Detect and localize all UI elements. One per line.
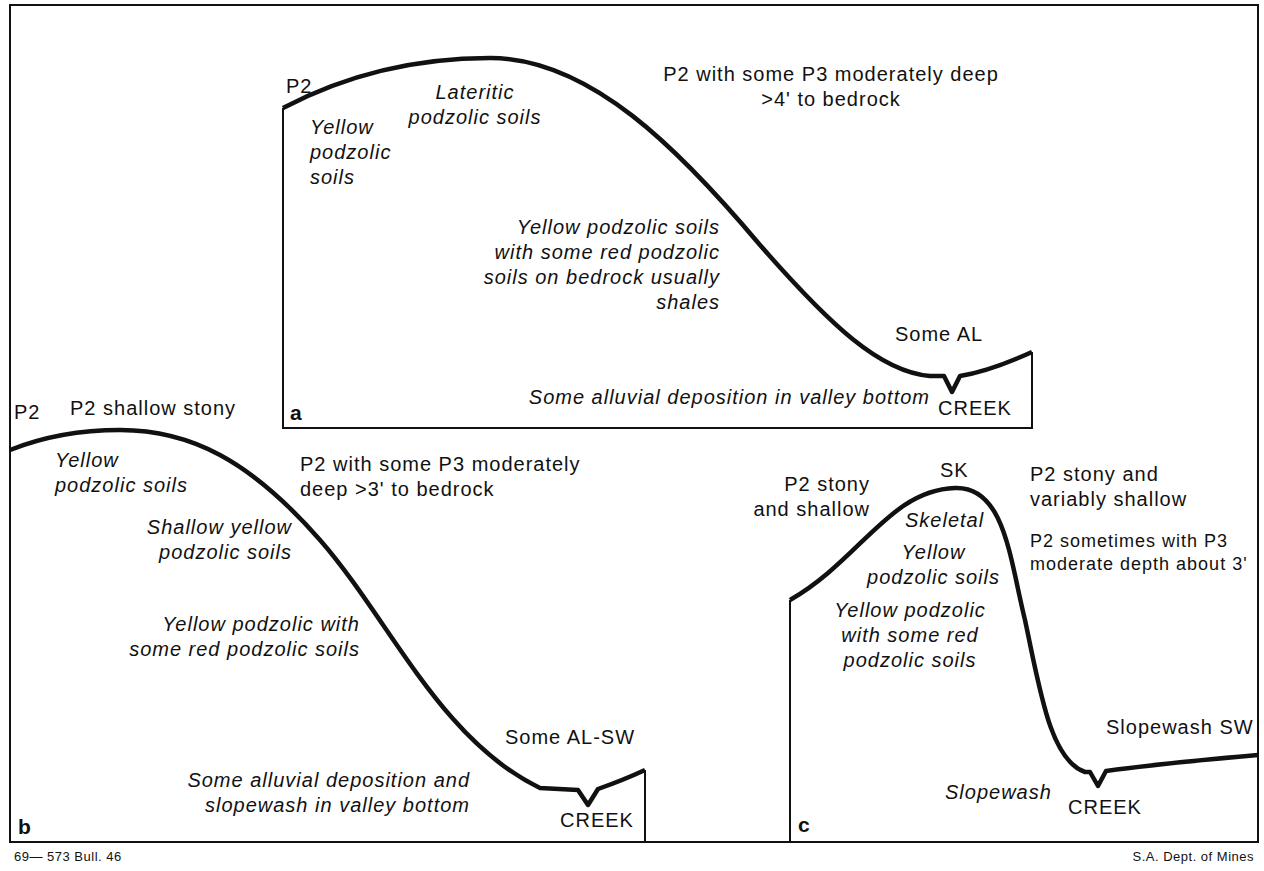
soil-type: Yellow podzolic with some red podzolic s… bbox=[120, 612, 360, 662]
soil-code: Some AL bbox=[895, 322, 983, 347]
deposit-note: Some alluvial deposition in valley botto… bbox=[529, 385, 930, 410]
soil-type: Yellow podzolic with some red podzolic s… bbox=[830, 598, 990, 673]
soil-code: Some AL-SW bbox=[505, 725, 635, 750]
creek-label: CREEK bbox=[560, 808, 634, 833]
soil-code: P2 with some P3 moderately deep >4' to b… bbox=[655, 62, 1007, 112]
ground-surface bbox=[283, 58, 1032, 392]
deposit-note: Some alluvial deposition and slopewash i… bbox=[170, 768, 470, 818]
soil-type: Shallow yellow podzolic soils bbox=[132, 515, 292, 565]
soil-code: Slopewash SW bbox=[1106, 715, 1254, 740]
creek-label: CREEK bbox=[938, 396, 1012, 421]
soil-type: Yellow podzolic soils bbox=[55, 448, 198, 498]
soil-type: Yellow podzolic soils bbox=[862, 540, 1005, 590]
panel-letter: c bbox=[798, 812, 811, 837]
outer-border bbox=[10, 5, 1258, 842]
soil-type: Lateritic podzolic soils bbox=[400, 80, 550, 130]
deposit-note: Slopewash bbox=[945, 780, 1052, 805]
soil-code: P2 sometimes with P3 moderate depth abou… bbox=[1030, 530, 1252, 576]
soil-code: P2 bbox=[14, 400, 40, 425]
soil-code: P2 bbox=[286, 74, 312, 99]
soil-code: P2 stony and shallow bbox=[744, 472, 870, 522]
soil-code: SK bbox=[940, 458, 969, 483]
creek-label: CREEK bbox=[1068, 795, 1142, 820]
profile-panel: P2 P2 shallow stonyYellow podzolic soilsS… bbox=[8, 390, 652, 846]
publisher-credit: S.A. Dept. of Mines bbox=[1133, 849, 1255, 865]
panel-letter: a bbox=[290, 400, 303, 425]
panel-letter: b bbox=[18, 814, 32, 839]
ground-surface bbox=[10, 430, 645, 805]
ground-surface bbox=[790, 488, 1258, 786]
section-border bbox=[283, 108, 1032, 428]
bulletin-number: 69— 573 Bull. 46 bbox=[14, 849, 122, 865]
profile-panel: P2Yellow podzolic soilsLateritic podzoli… bbox=[276, 50, 1046, 432]
section-border bbox=[10, 450, 645, 842]
soil-type: Skeletal bbox=[905, 508, 984, 533]
soil-code: P2 shallow stony bbox=[70, 396, 236, 421]
soil-code: P2 with some P3 moderately deep >3' to b… bbox=[300, 452, 590, 502]
profile-panel: SK P2 stony and shallowSkeletal P2 stony a… bbox=[740, 450, 1262, 846]
soil-code: P2 stony and variably shallow bbox=[1030, 462, 1200, 512]
soil-type: Yellow podzolic soils bbox=[310, 115, 410, 190]
soil-type: Yellow podzolic soils with some red podz… bbox=[478, 215, 720, 315]
